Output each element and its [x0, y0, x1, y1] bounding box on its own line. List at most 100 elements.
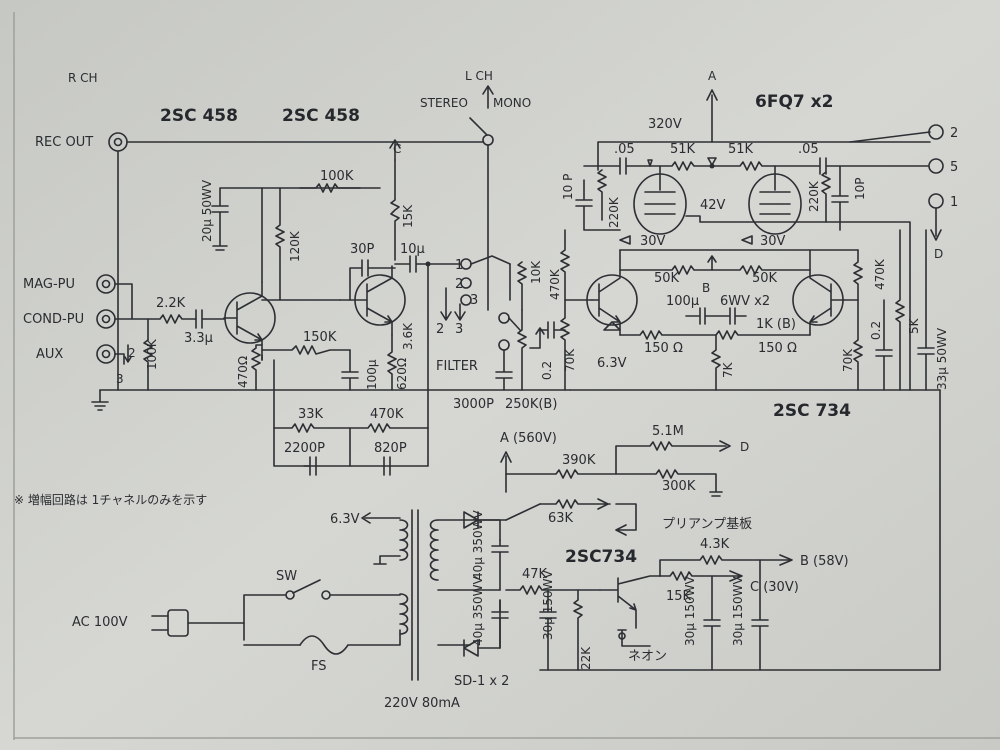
- label-lch: L CH: [465, 69, 493, 83]
- power-transformer: [399, 509, 439, 681]
- label-r22k: 22K: [579, 646, 593, 670]
- label-r5k: 5K: [907, 317, 921, 334]
- label-ps-c: C (30V): [750, 580, 799, 595]
- label-r63k: 63K: [548, 511, 574, 526]
- label-sd1: SD-1 x 2: [454, 674, 509, 689]
- label-r390k: 390K: [562, 453, 596, 468]
- label-preamp-board: プリアンプ基板: [662, 517, 752, 532]
- stereo-mono-switch: [469, 85, 494, 146]
- label-c05b: .05: [798, 142, 819, 157]
- label-r220k-b: 220K: [807, 180, 821, 212]
- label-v30b: 30V: [760, 234, 786, 249]
- tube-left: [633, 165, 687, 235]
- label-q2: 2SC 458: [282, 106, 360, 126]
- label-trafo: 220V 80mA: [384, 696, 460, 711]
- label-c02-r: 0.2: [869, 321, 883, 340]
- label-r7k: 7K: [721, 361, 735, 378]
- label-ps-2sc734: 2SC734: [565, 547, 637, 567]
- label-out1: 1: [950, 195, 958, 210]
- label-c6wv-x2: 6WV x2: [720, 294, 770, 309]
- label-mono: MONO: [493, 96, 531, 110]
- label-r100k-fb: 100K: [320, 169, 354, 184]
- label-320v: 320V: [648, 117, 682, 132]
- label-c100u-6wv: 100μ: [666, 294, 699, 309]
- label-r150-a: 150 Ω: [644, 341, 683, 356]
- label-r51k-b: 51K: [728, 142, 754, 157]
- label-sel3b: 3: [455, 322, 463, 337]
- label-A-top: A: [708, 69, 717, 83]
- label-C-top: C: [393, 142, 401, 156]
- transistor-q3: [586, 249, 638, 336]
- label-v63: 6.3V: [597, 356, 627, 371]
- label-r150-b: 150 Ω: [758, 341, 797, 356]
- label-c40u-a: 40μ 350WV: [471, 510, 485, 580]
- label-c30u-c: 30μ 150WV: [731, 576, 745, 646]
- label-rec-out: REC OUT: [35, 135, 93, 150]
- label-r150k: 150K: [303, 330, 337, 345]
- label-rch: R CH: [68, 71, 98, 85]
- label-filter: FILTER: [436, 359, 478, 374]
- label-c40u-b: 40μ 350WV: [471, 576, 485, 646]
- label-fs: FS: [311, 659, 327, 674]
- label-D-ps: D: [740, 440, 749, 454]
- label-tubes: 6FQ7 x2: [755, 92, 833, 112]
- label-r51k-a: 51K: [670, 142, 696, 157]
- label-r4k3: 4.3K: [700, 537, 730, 552]
- label-r470k-r: 470K: [873, 258, 887, 290]
- label-r70k-r: 70K: [841, 348, 855, 372]
- selector-switch: [460, 255, 511, 306]
- label-sel2b: 2: [436, 322, 444, 337]
- label-ac: AC 100V: [72, 615, 128, 630]
- label-r50k-a: 50K: [654, 271, 680, 286]
- label-D-out: D: [934, 247, 943, 261]
- label-r5m1: 5.1M: [652, 424, 684, 439]
- label-sel1: 1: [455, 258, 463, 273]
- label-sel3: 3: [470, 293, 478, 308]
- label-r470k-b: 470K: [548, 268, 562, 300]
- neon-lamp: [617, 629, 651, 647]
- transistor-q4: [792, 249, 845, 336]
- label-in3: 3: [116, 372, 124, 386]
- label-B-mid: B: [702, 281, 710, 295]
- ground-symbol: [91, 389, 109, 411]
- label-r100k-in: 100K: [145, 338, 159, 370]
- label-stereo: STEREO: [420, 96, 468, 110]
- label-v63-heater: 6.3V: [330, 512, 360, 527]
- label-c30u-b: 30μ 150WV: [683, 576, 697, 646]
- label-out2: 2: [950, 126, 958, 141]
- label-r1kb: 1K (B): [756, 317, 796, 332]
- label-q-2sc734: 2SC 734: [773, 401, 851, 421]
- label-c2200p: 2200P: [284, 441, 325, 456]
- tube-right: [748, 165, 802, 235]
- label-c100u-e: 100μ: [365, 359, 379, 390]
- label-note: ※ 増幅回路は 1チャネルのみを示す: [14, 492, 207, 507]
- label-v42: 42V: [700, 198, 726, 213]
- label-r10k: 10K: [529, 260, 543, 284]
- label-c820p: 820P: [374, 441, 407, 456]
- label-c3u3: 3.3μ: [184, 331, 213, 346]
- label-r470: 470Ω: [236, 356, 250, 388]
- label-r470k: 470K: [370, 407, 404, 422]
- label-c30p: 30P: [350, 242, 375, 257]
- label-r620: 620Ω: [395, 358, 409, 390]
- label-c30u-a: 30μ 150WV: [541, 570, 555, 640]
- transistor-ps: [599, 575, 661, 629]
- label-vr250k: 250K(B): [505, 397, 557, 412]
- label-in2: 2: [128, 346, 136, 360]
- transistor-q2: [339, 265, 406, 336]
- label-r2k2: 2.2K: [156, 296, 186, 311]
- label-r15k: 15K: [401, 204, 415, 228]
- ac-plug: [151, 609, 245, 637]
- label-sel2: 2: [455, 277, 463, 292]
- label-out5: 5: [950, 160, 958, 175]
- label-sw: SW: [276, 569, 297, 584]
- label-c20u: 20μ 50WV: [200, 179, 214, 242]
- label-r50k-b: 50K: [752, 271, 778, 286]
- label-aux: AUX: [36, 347, 63, 362]
- label-ps-b: B (58V): [800, 554, 849, 569]
- fuse: [299, 629, 401, 655]
- label-ps-a: A (560V): [500, 431, 557, 446]
- label-q1: 2SC 458: [160, 106, 238, 126]
